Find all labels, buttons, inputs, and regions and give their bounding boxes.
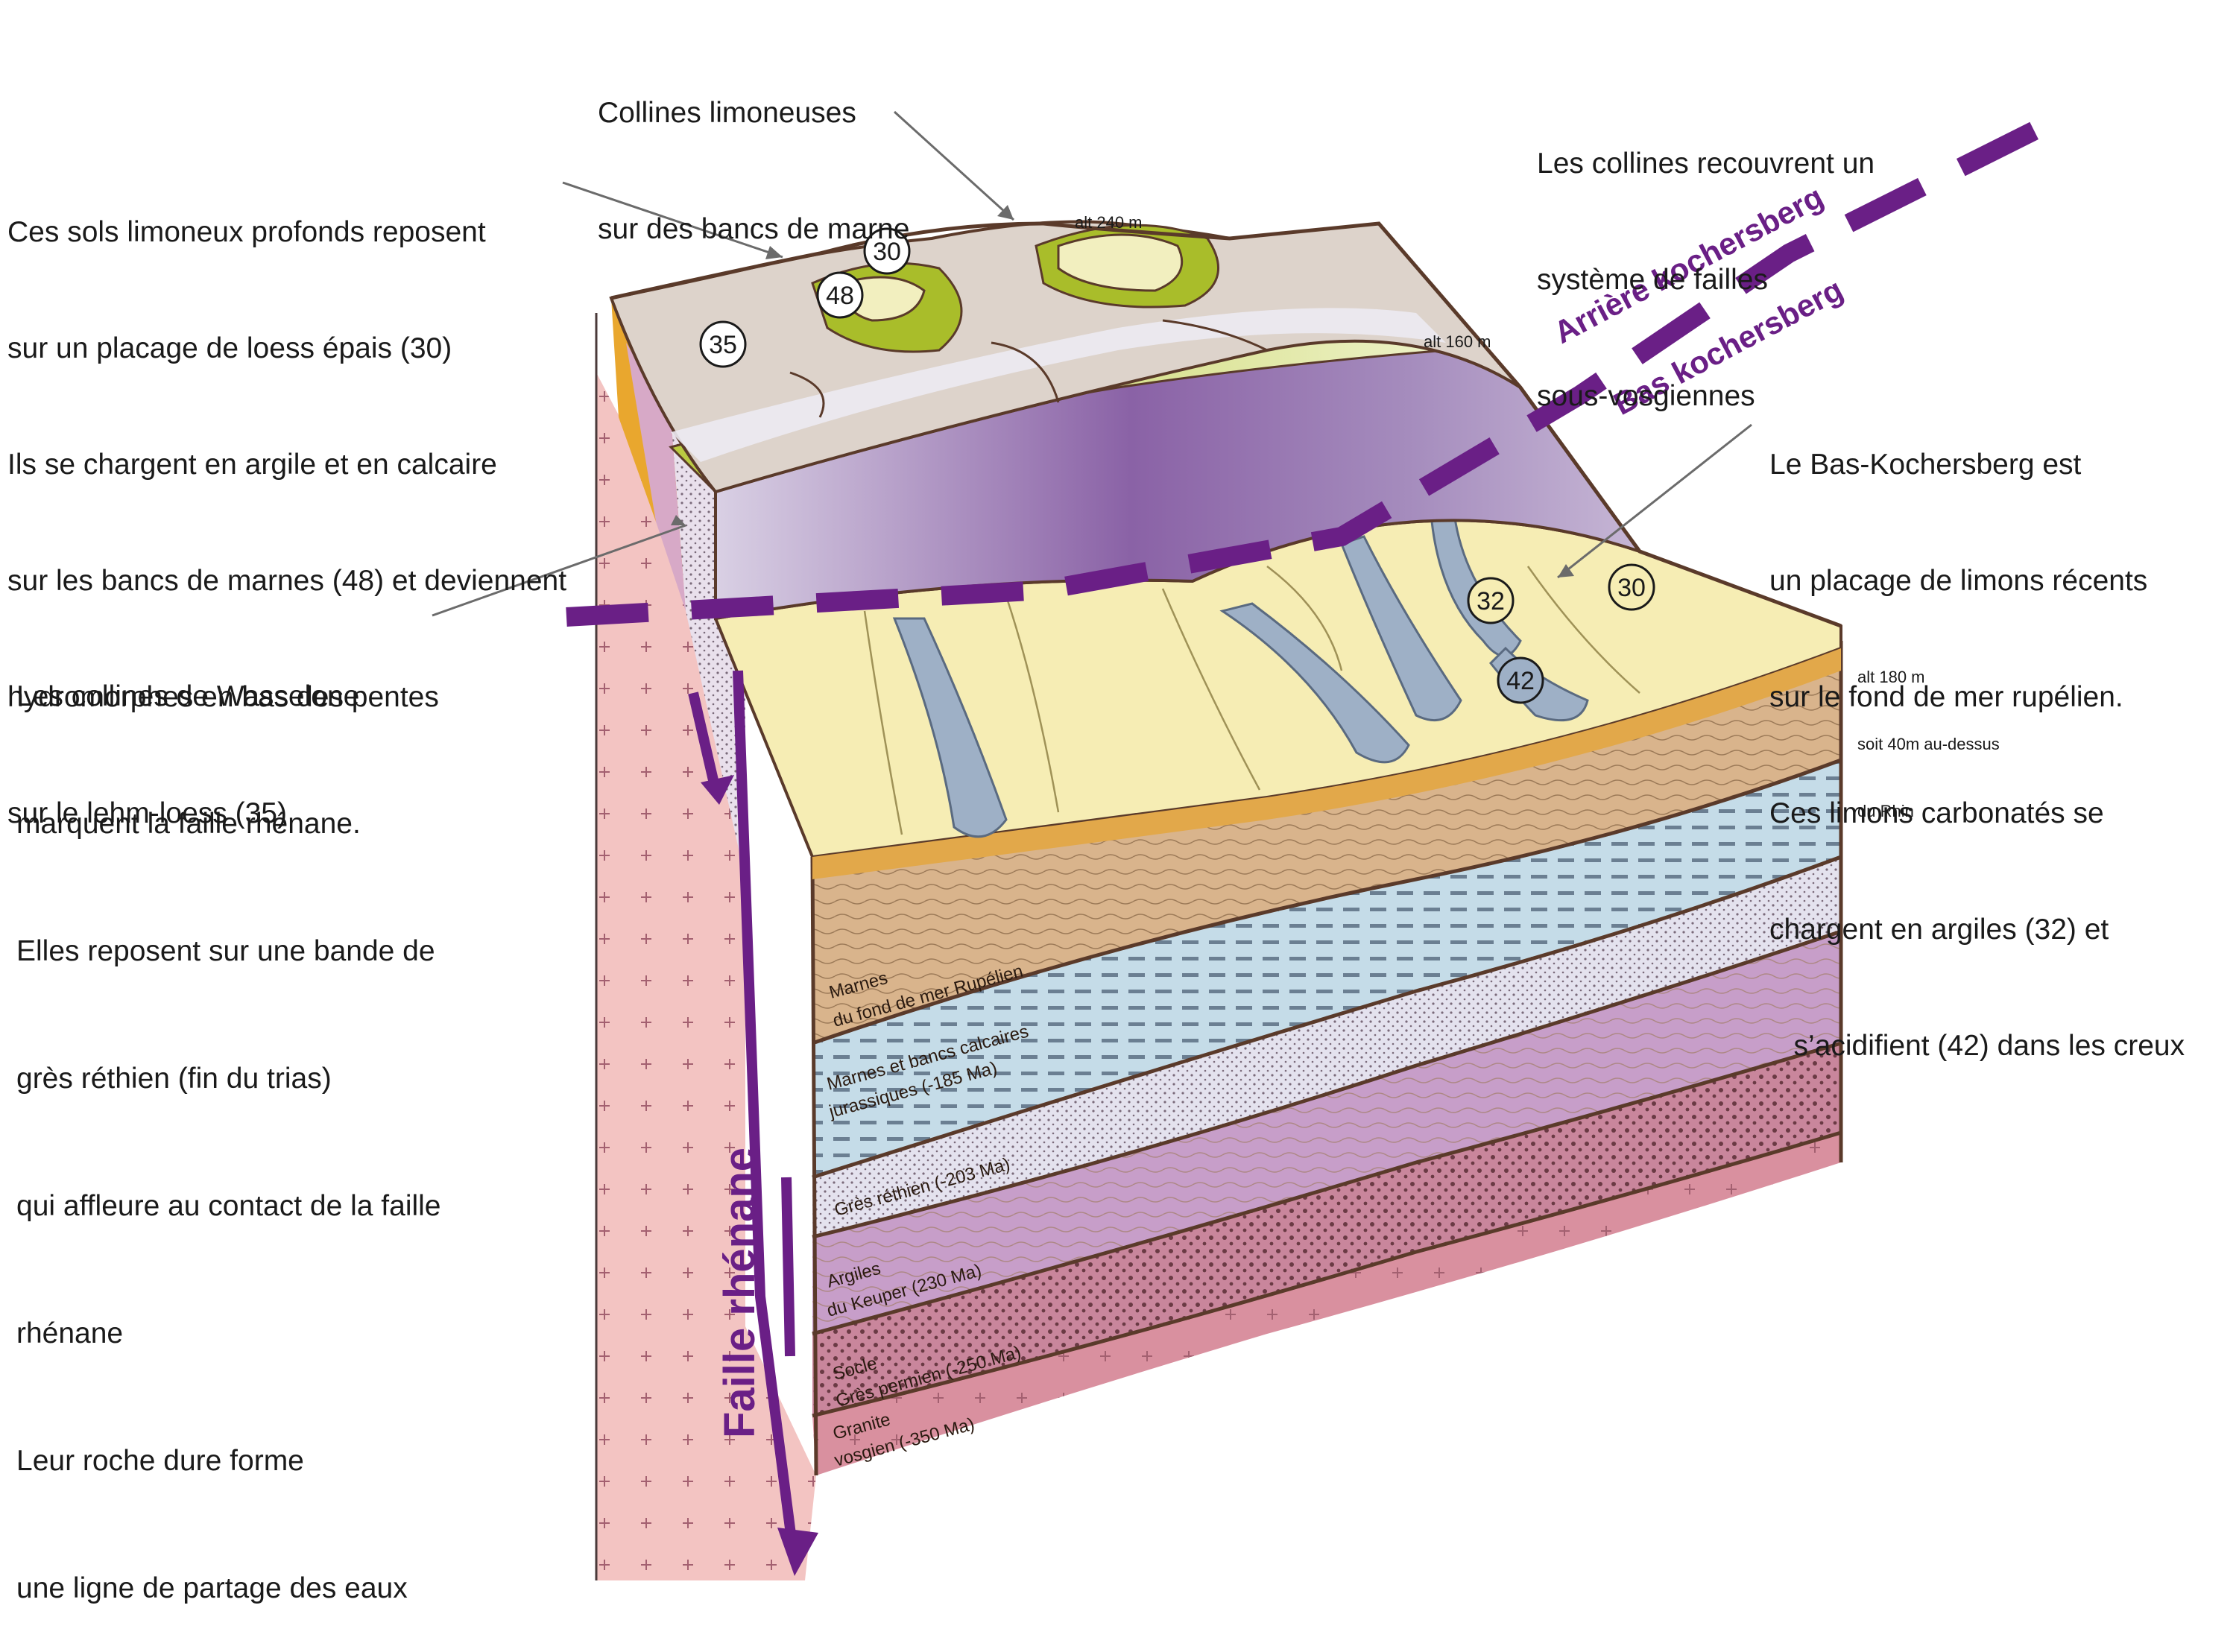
soil-32: 32 bbox=[1477, 587, 1505, 615]
annotation-failles-sous-vosgiennes: Les collines recouvrent un système de fa… bbox=[1537, 67, 1875, 455]
annotation-line: Collines limoneuses bbox=[598, 97, 856, 129]
block-diagram: 30 48 35 32 30 42 Arrière kochersberg Ba… bbox=[432, 103, 2076, 1580]
annotation-line: Leur roche dure forme bbox=[16, 1445, 304, 1477]
fault-sous-vosgiennes-line bbox=[566, 103, 2076, 627]
annotation-line: Les collines de Wasselone bbox=[16, 680, 360, 712]
annotation-line: grès réthien (fin du trias) bbox=[16, 1063, 332, 1095]
annotation-line: sous-vosgiennes bbox=[1537, 380, 1755, 412]
annotation-line: Ces limons carbonatés se bbox=[1769, 797, 2104, 829]
annotation-line: sur les bancs de marnes (48) et devienne… bbox=[7, 565, 567, 597]
annotation-line: Les collines recouvrent un bbox=[1537, 148, 1875, 180]
annotation-line: un placage de limons récents bbox=[1769, 565, 2148, 597]
altitude-label: du Rhin bbox=[1857, 802, 1914, 820]
annotation-line: sur le lehm-loess (35) bbox=[7, 797, 287, 829]
annotation-line: sur le fond de mer rupélien. bbox=[1769, 681, 2123, 713]
altitude-180: alt 180 m soit 40m au-dessus du Rhin bbox=[1857, 621, 2000, 845]
annotation-wasselone: Les collines de Wasselone marquent la fa… bbox=[16, 590, 441, 1652]
annotation-collines-limoneuses: Collines limoneuses sur des bancs de mar… bbox=[598, 16, 909, 288]
annotation-arrows bbox=[432, 110, 1752, 617]
fault-rhenane-arrow bbox=[688, 670, 818, 1576]
soil-42: 42 bbox=[1506, 667, 1535, 695]
annotation-sols-limoneux: Ces sols limoneux profonds reposent sur … bbox=[7, 136, 566, 872]
orange-band bbox=[812, 648, 1841, 879]
label-faille-rhenane: Faille rhénane bbox=[716, 1148, 764, 1438]
altitude-240: alt 240 m bbox=[1075, 167, 1143, 256]
annotation-line: rhénane bbox=[16, 1317, 124, 1349]
annotation-line: sur un placage de loess épais (30) bbox=[7, 332, 452, 364]
annotation-line: Le Bas-Kochersberg est bbox=[1769, 449, 2082, 481]
left-face-keuper bbox=[626, 343, 686, 611]
annotation-line: Ils se chargent en argile et en calcaire bbox=[7, 449, 497, 481]
annotation-line: Elles reposent sur une bande de bbox=[16, 935, 435, 967]
annotation-line: Ces sols limoneux profonds reposent bbox=[7, 216, 486, 248]
annotation-line: hydromorphes en bas des pentes bbox=[7, 681, 439, 713]
annotation-line: système de failles bbox=[1537, 264, 1768, 296]
annotation-bas-kochersberg: Le Bas-Kochersberg est un placage de lim… bbox=[1769, 368, 2185, 1104]
altitude-label: alt 160 m bbox=[1424, 332, 1491, 351]
soil-35: 35 bbox=[709, 331, 737, 359]
altitude-label: alt 240 m bbox=[1075, 213, 1143, 232]
soil-30-top: 30 bbox=[873, 238, 901, 266]
annotation-line: qui affleure au contact de la faille bbox=[16, 1190, 441, 1222]
annotation-line: sur des bancs de marne bbox=[598, 213, 910, 245]
altitude-label: alt 180 m bbox=[1857, 668, 1925, 686]
soil-30-right: 30 bbox=[1617, 574, 1646, 602]
annotation-line: chargent en argiles (32) et bbox=[1769, 914, 2109, 946]
annotation-line: une ligne de partage des eaux bbox=[16, 1572, 408, 1604]
annotation-line: marquent la faille rhénane. bbox=[16, 808, 361, 840]
annotation-line: s’acidifient (42) dans les creux bbox=[1769, 1030, 2185, 1062]
soil-48: 48 bbox=[826, 282, 854, 310]
altitude-160: alt 160 m bbox=[1424, 286, 1491, 376]
altitude-label: soit 40m au-dessus bbox=[1857, 735, 2000, 753]
